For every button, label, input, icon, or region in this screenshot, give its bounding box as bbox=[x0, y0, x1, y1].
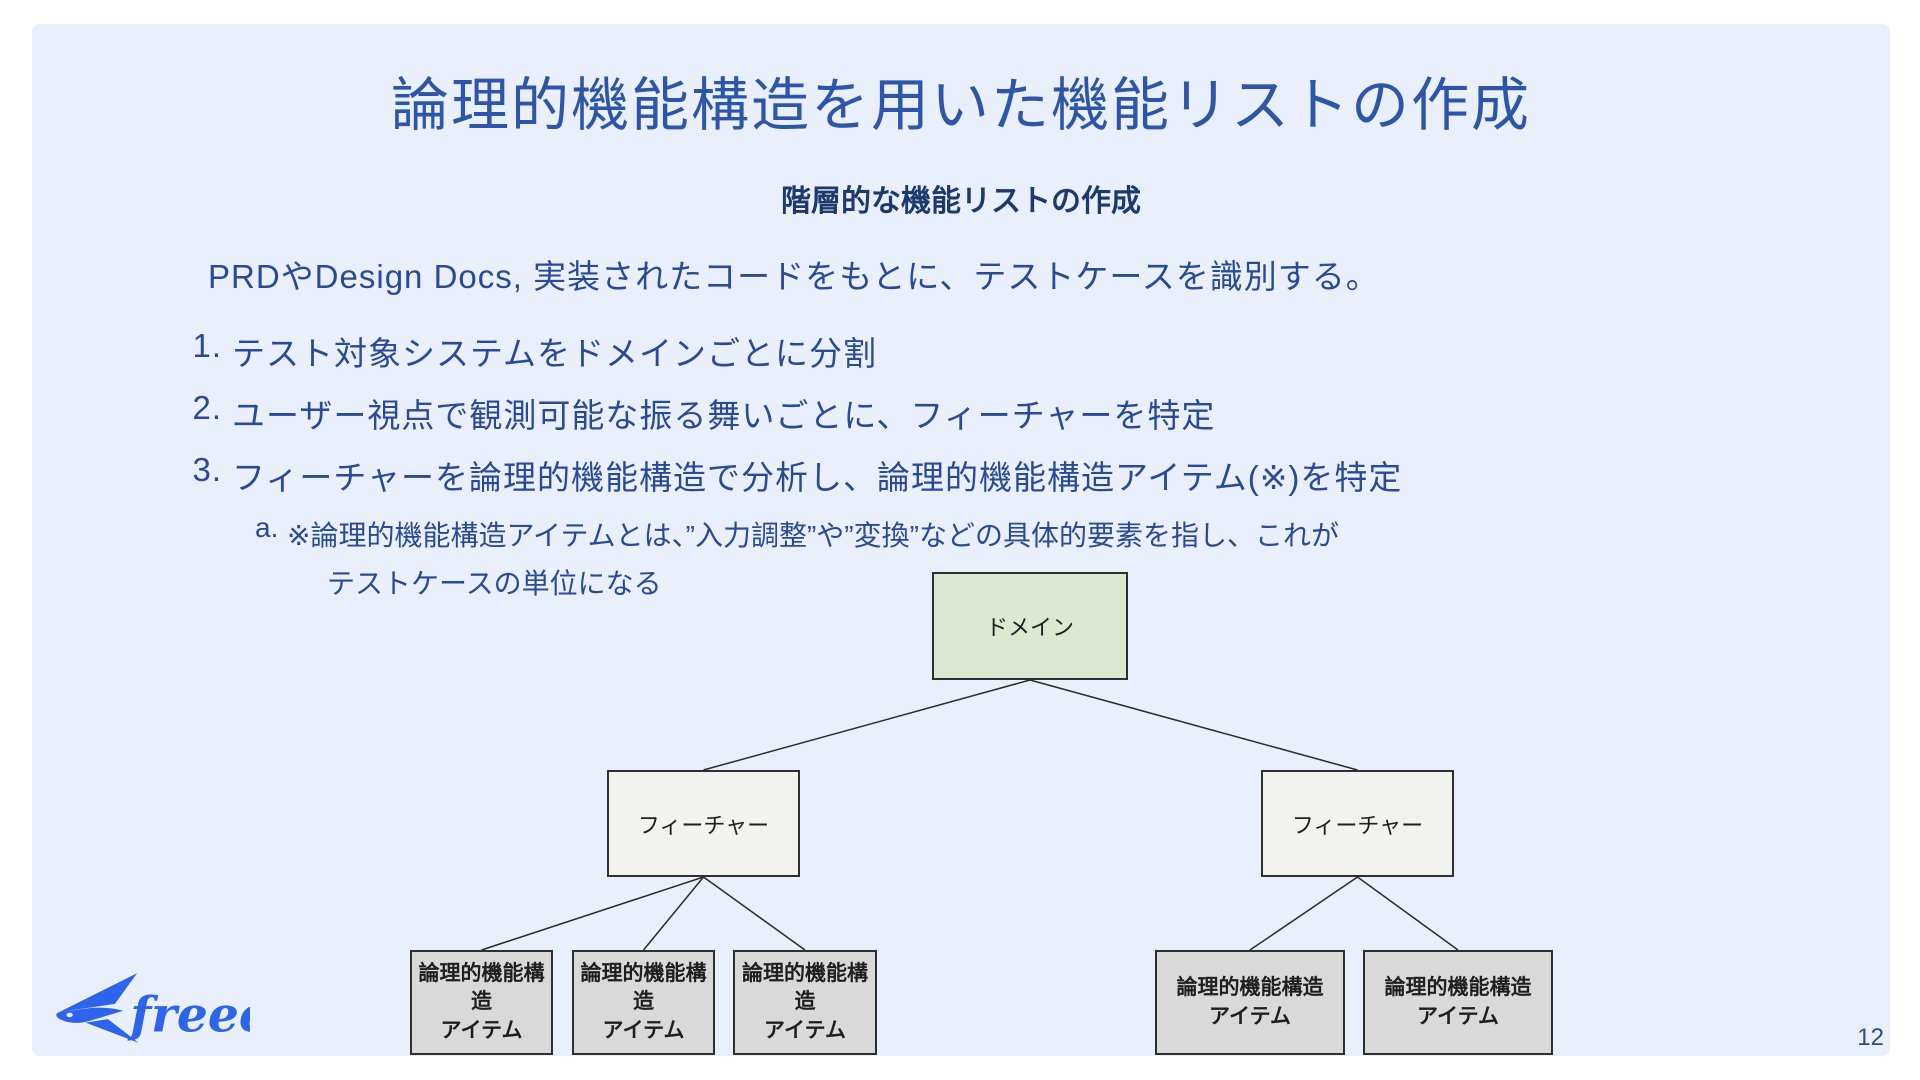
diagram-domain-box: ドメイン bbox=[932, 572, 1128, 680]
diagram-feature-box: フィーチャー bbox=[1261, 770, 1454, 877]
slide-title: 論理的機能構造を用いた機能リストの作成 bbox=[390, 73, 1531, 138]
list-item-marker: 2. bbox=[192, 389, 222, 426]
diagram-item-box: 論理的機能構造 アイテム bbox=[572, 950, 715, 1055]
slide-subtitle: 階層的な機能リストの作成 bbox=[781, 185, 1141, 218]
numbered-list: 1. テスト対象システムをドメインごとに分割 2. ユーザー視点で観測可能な振る… bbox=[192, 327, 1402, 513]
diagram-feature-box: フィーチャー bbox=[607, 770, 800, 877]
swallow-bird-icon bbox=[56, 973, 139, 1043]
list-item-text: フィーチャーを論理的機能構造で分析し、論理的機能構造アイテム(※)を特定 bbox=[232, 459, 1403, 496]
diagram-item-box: 論理的機能構造 アイテム bbox=[1155, 950, 1345, 1055]
sub-list-item-text: ※論理的機能構造アイテムとは、”入力調整”や”変換”などの具体的要素を指し、これ… bbox=[287, 512, 1339, 608]
sub-list-item-line1: ※論理的機能構造アイテムとは、”入力調整”や”変換”などの具体的要素を指し、これ… bbox=[287, 520, 1339, 551]
list-item: 1. テスト対象システムをドメインごとに分割 bbox=[192, 327, 1402, 389]
list-item-marker: 3. bbox=[192, 451, 222, 488]
diagram-item-box: 論理的機能構造 アイテム bbox=[410, 950, 553, 1055]
list-item-text: ユーザー視点で観測可能な振る舞いごとに、フィーチャーを特定 bbox=[232, 397, 1216, 434]
list-item-text: テスト対象システムをドメインごとに分割 bbox=[232, 335, 878, 372]
sub-list-item-line2: テストケースの単位になる bbox=[327, 568, 662, 599]
sub-list-item: a. ※論理的機能構造アイテムとは、”入力調整”や”変換”などの具体的要素を指し… bbox=[255, 512, 1339, 608]
slide: 論理的機能構造を用いた機能リストの作成 階層的な機能リストの作成 PRDやDes… bbox=[32, 24, 1890, 1056]
list-item: 2. ユーザー視点で観測可能な振る舞いごとに、フィーチャーを特定 bbox=[192, 389, 1402, 451]
freee-logo: freee bbox=[56, 973, 250, 1044]
diagram-item-box: 論理的機能構造 アイテム bbox=[1363, 950, 1553, 1055]
sub-list-item-marker: a. bbox=[255, 512, 279, 543]
page-number: 12 bbox=[1857, 1024, 1884, 1051]
logo-wordmark: freee bbox=[127, 987, 250, 1044]
bird-eye bbox=[66, 1012, 73, 1018]
diagram-item-box: 論理的機能構造 アイテム bbox=[733, 950, 877, 1055]
list-item: 3. フィーチャーを論理的機能構造で分析し、論理的機能構造アイテム(※)を特定 bbox=[192, 451, 1402, 513]
intro-text: PRDやDesign Docs, 実装されたコードをもとに、テストケースを識別す… bbox=[208, 258, 1380, 295]
list-item-marker: 1. bbox=[192, 327, 222, 364]
